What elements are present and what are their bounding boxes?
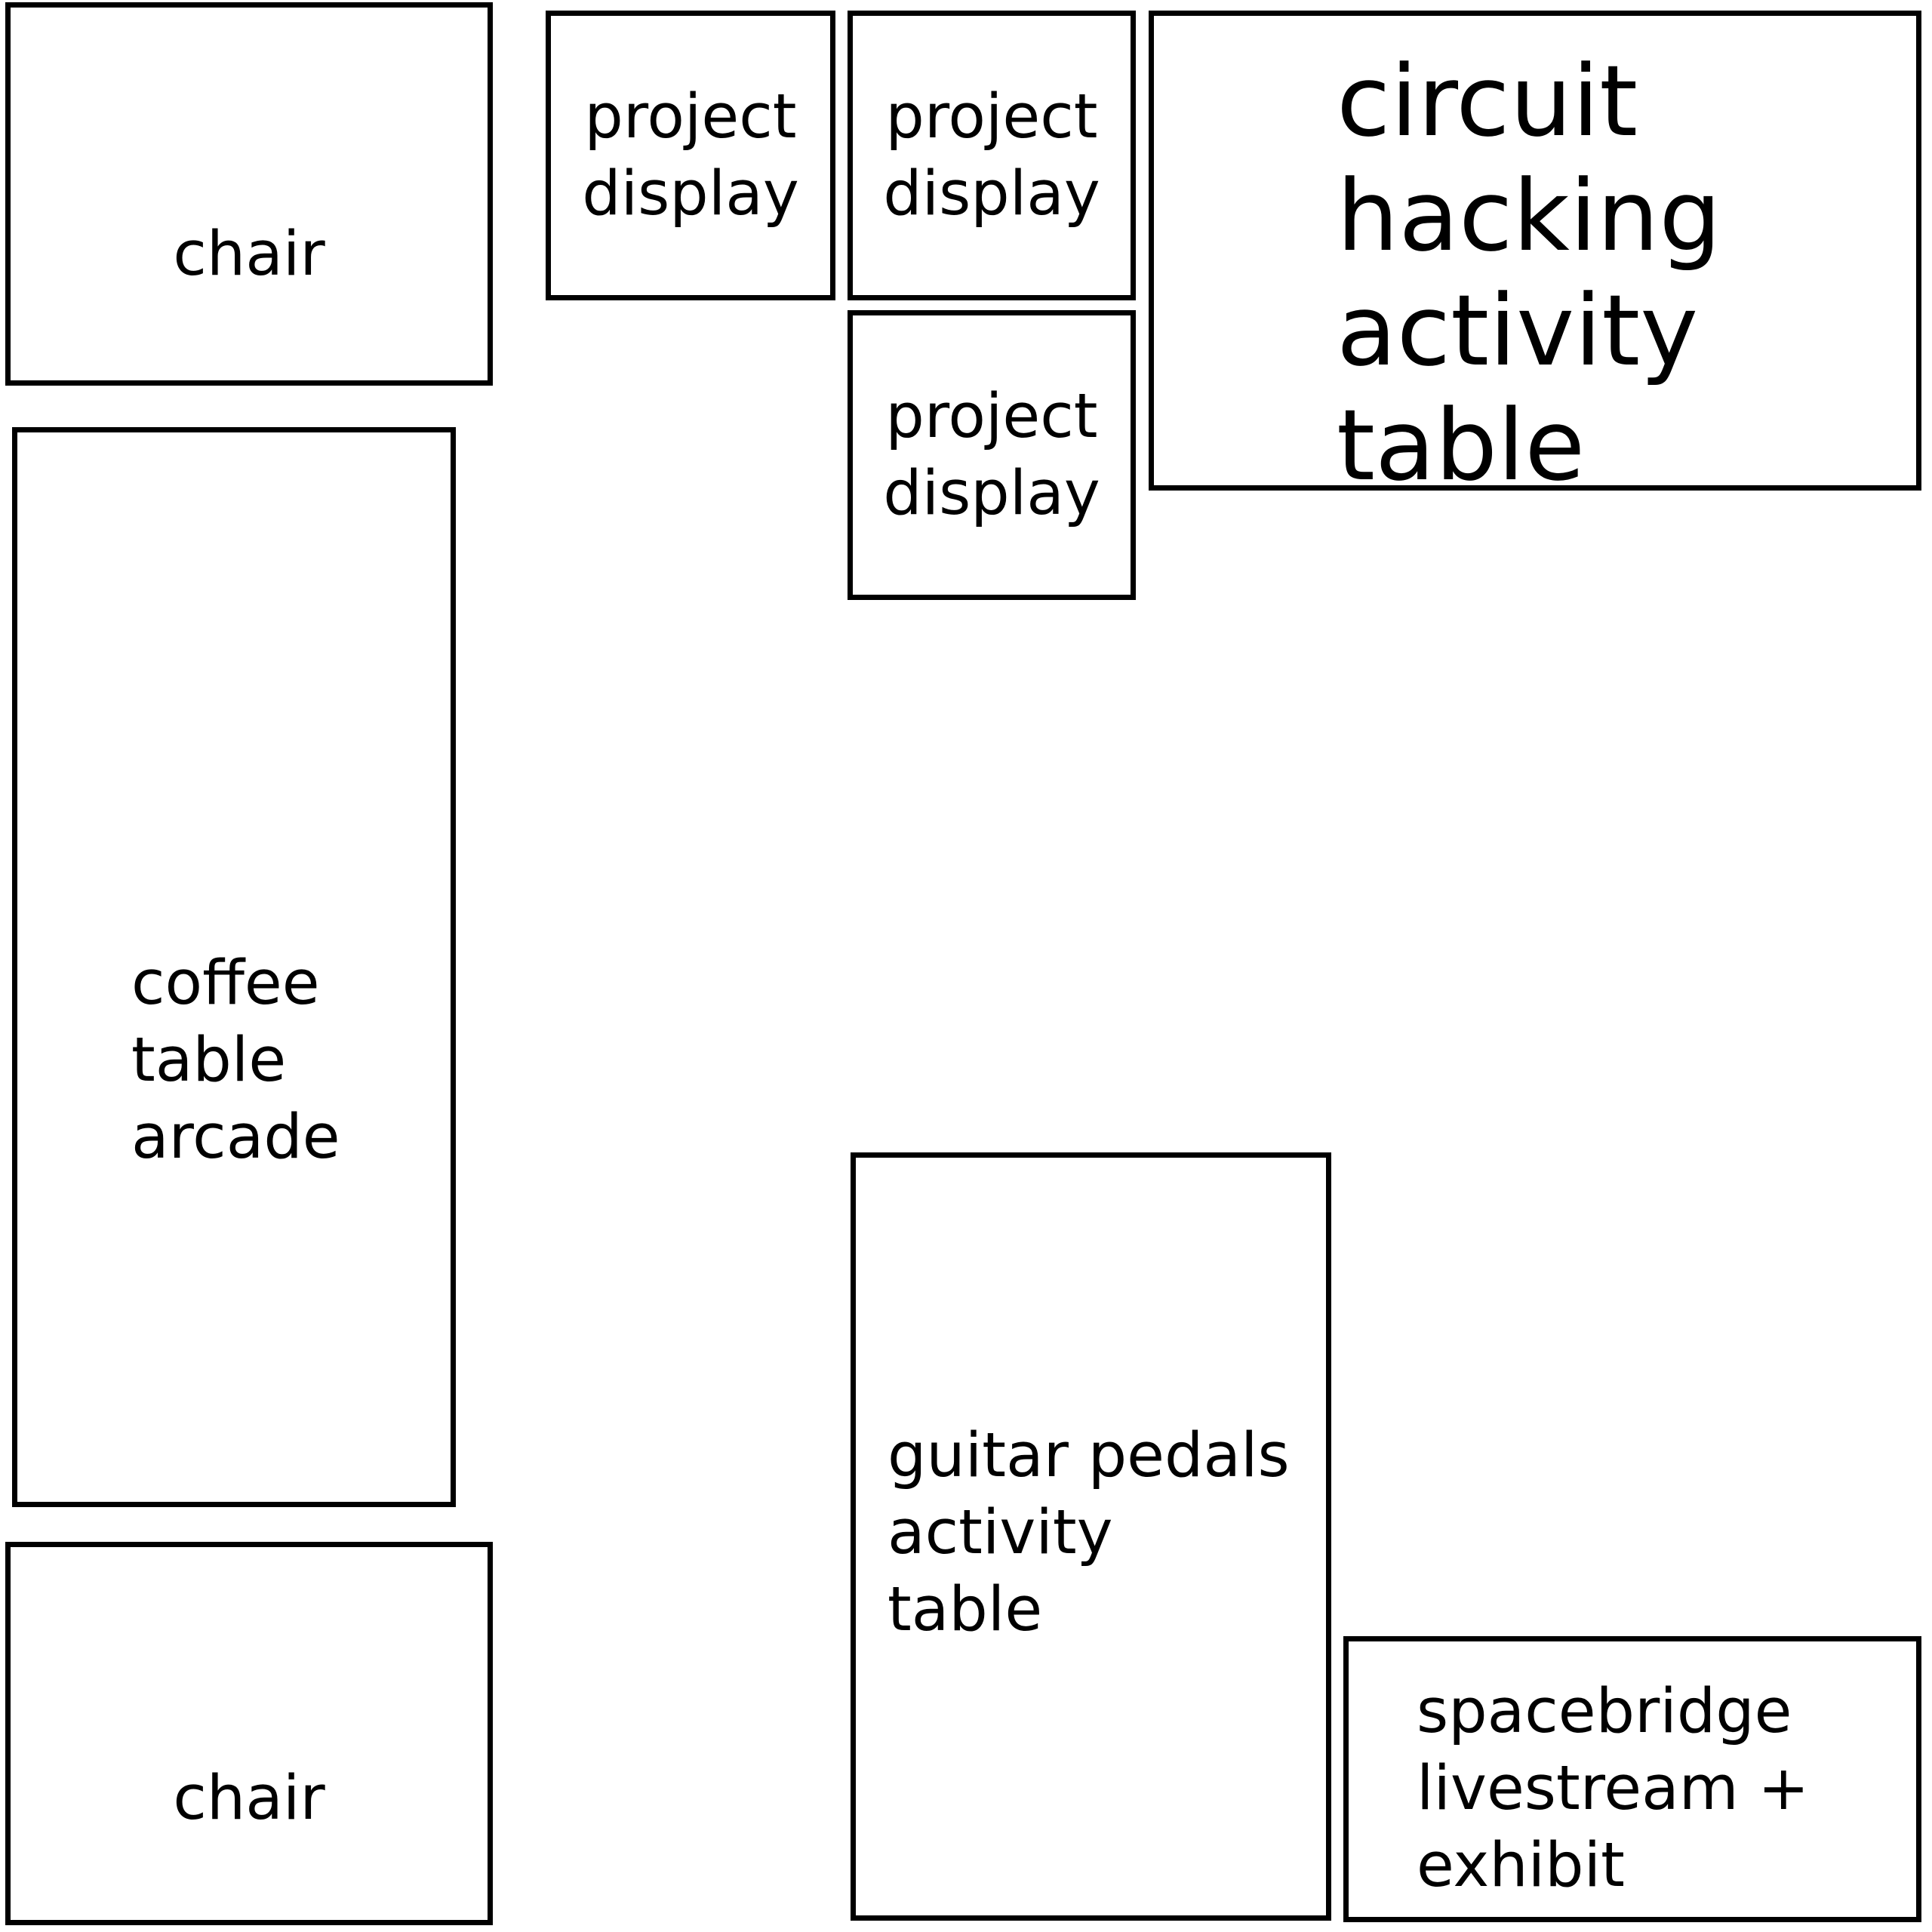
- project-display-3-label: project display: [883, 381, 1100, 529]
- project-display-box-2: project display: [848, 11, 1136, 300]
- spacebridge-livestream-exhibit-box: spacebridge livestream + exhibit: [1343, 1636, 1921, 1922]
- project-display-box-3: project display: [848, 310, 1136, 600]
- guitar-pedals-activity-table-label: guitar pedals activity table: [888, 1420, 1290, 1645]
- chair-box-top-label: chair: [173, 219, 325, 290]
- spacebridge-livestream-exhibit-label: spacebridge livestream + exhibit: [1417, 1676, 1810, 1901]
- coffee-table-arcade-label: coffee table arcade: [131, 948, 340, 1173]
- coffee-table-arcade-box: coffee table arcade: [12, 427, 456, 1507]
- chair-box-top: chair: [5, 2, 493, 386]
- project-display-2-label: project display: [883, 82, 1100, 229]
- chair-box-bottom: chair: [5, 1542, 493, 1925]
- chair-box-bottom-label: chair: [173, 1763, 325, 1834]
- project-display-1-label: project display: [582, 82, 799, 229]
- circuit-hacking-activity-table-label: circuit hacking activity table: [1337, 44, 1721, 503]
- circuit-hacking-activity-table-box: circuit hacking activity table: [1149, 11, 1921, 503]
- project-display-box-1: project display: [546, 11, 835, 300]
- guitar-pedals-activity-table-box: guitar pedals activity table: [851, 1152, 1331, 1921]
